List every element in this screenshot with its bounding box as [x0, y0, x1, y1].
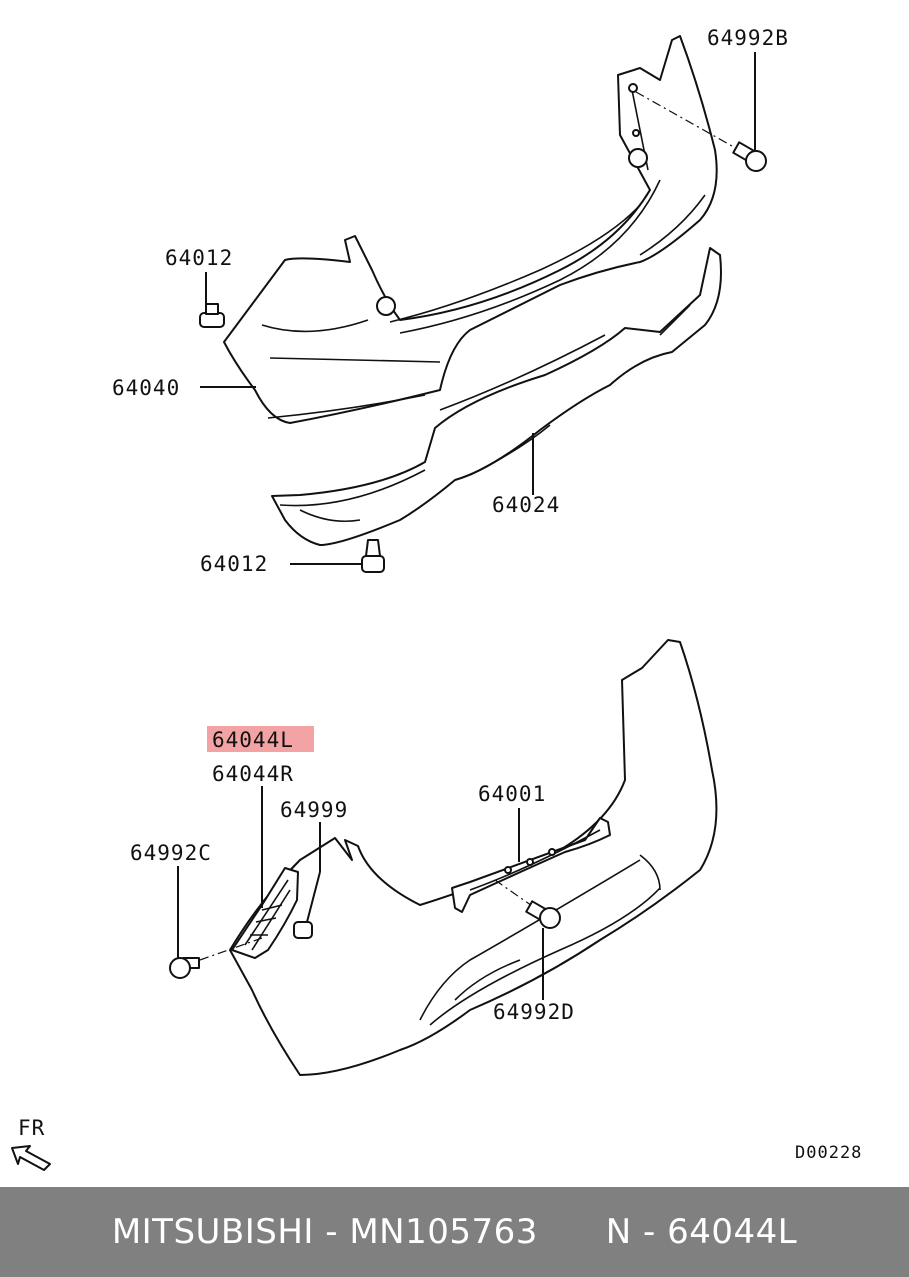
callout-64992B[interactable]: 64992B	[707, 26, 789, 50]
footer-brand: MITSUBISHI	[111, 1212, 314, 1252]
footer-separator: -	[313, 1212, 350, 1252]
leader-lines	[177, 52, 756, 1000]
footer-part-number: MN105763	[349, 1212, 538, 1252]
nut-64999	[293, 921, 313, 939]
footer-ref: N - 64044L	[605, 1212, 798, 1252]
callout-64999[interactable]: 64999	[280, 798, 348, 822]
arrow-icon	[11, 1145, 51, 1171]
bolt-64992D	[494, 879, 561, 929]
callout-64012-top[interactable]: 64012	[165, 246, 233, 270]
callout-64024[interactable]: 64024	[492, 493, 560, 517]
callout-64992C[interactable]: 64992C	[130, 841, 212, 865]
bumper-assembly-64001	[229, 639, 718, 1076]
reinforcement-64001	[451, 817, 611, 913]
callout-64040[interactable]: 64040	[112, 376, 180, 400]
diffuser-64024	[271, 247, 722, 546]
bolt-64992B	[635, 91, 767, 172]
front-direction-indicator: FR	[11, 1116, 51, 1171]
parts-diagram: 64992B 64012 64040 64024 64012 64044L 64…	[11, 26, 862, 1171]
callout-64001[interactable]: 64001	[478, 782, 546, 806]
bracket-64044	[231, 867, 299, 959]
footer-bar: MITSUBISHI - MN105763 N - 64044L	[0, 1187, 909, 1277]
callout-64012-bottom[interactable]: 64012	[200, 552, 268, 576]
clip-64012-top	[199, 303, 225, 328]
highlight-64044L	[207, 726, 314, 752]
callout-64992D[interactable]: 64992D	[493, 1000, 575, 1024]
clip-64012-bottom	[361, 539, 385, 573]
diagram-code: D00228	[795, 1143, 862, 1163]
callout-64044R[interactable]: 64044R	[212, 762, 294, 786]
callout-64044L[interactable]: 64044L	[212, 728, 294, 752]
screw-64992C	[169, 937, 263, 979]
direction-label: FR	[18, 1116, 45, 1140]
bumper-cover-64040	[223, 35, 718, 424]
